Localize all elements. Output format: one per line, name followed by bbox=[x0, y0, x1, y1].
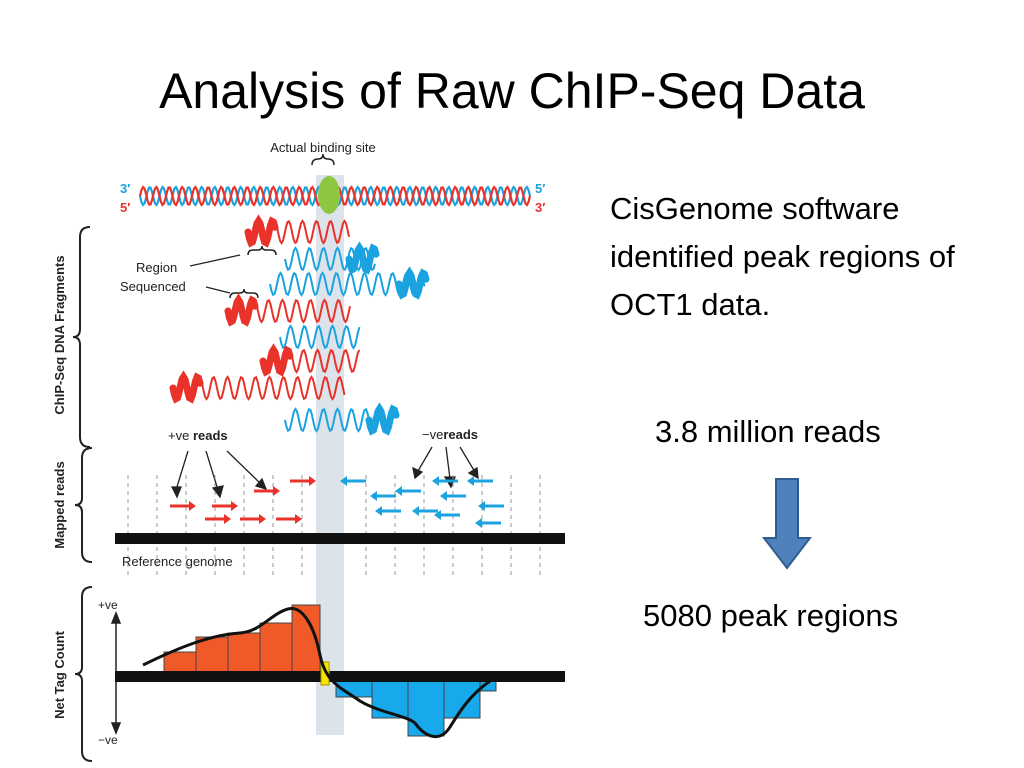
positive-reads-word: reads bbox=[193, 428, 228, 443]
fragment-end-label bbox=[345, 241, 380, 275]
mapped-read-arrowhead bbox=[432, 476, 439, 486]
mapped-read-arrowhead bbox=[273, 486, 280, 496]
mapped-read-arrowhead bbox=[340, 476, 347, 486]
mapped-read-arrowhead bbox=[475, 518, 482, 528]
reference-genome-label: Reference genome bbox=[122, 554, 233, 569]
tagcount-label: Net Tag Count bbox=[52, 630, 67, 719]
fragment-end-label bbox=[244, 214, 279, 248]
fragments-label: ChIP-Seq DNA Fragments bbox=[52, 255, 67, 414]
smoothed-tag-curve bbox=[142, 607, 491, 738]
region-brace-1 bbox=[247, 245, 277, 256]
genome-gridlines bbox=[127, 475, 541, 575]
negative-bin bbox=[371, 675, 409, 719]
mapped-read-arrowhead bbox=[231, 501, 238, 511]
mapped-read-arrowhead bbox=[224, 514, 231, 524]
negative-bin bbox=[443, 675, 481, 719]
mapped-read-arrowhead bbox=[395, 486, 402, 496]
dna-fragment bbox=[279, 324, 361, 350]
region-pointer-2 bbox=[205, 286, 231, 294]
svg-text:+ve reads: +ve reads bbox=[168, 428, 228, 443]
mapped-read-arrowhead bbox=[309, 476, 316, 486]
strand-label-right-bottom: 3′ bbox=[535, 200, 545, 215]
binding-site-brace bbox=[311, 153, 335, 166]
down-arrow-icon bbox=[761, 478, 813, 570]
mapped-read-arrowhead bbox=[375, 506, 382, 516]
mapped-read-arrowhead bbox=[295, 514, 302, 524]
tagcount-brace bbox=[74, 586, 93, 762]
fragments-brace bbox=[72, 226, 91, 448]
mapped-read-arrowhead bbox=[259, 514, 266, 524]
mapped-read-arrows bbox=[170, 476, 504, 528]
strand-label-left-bottom: 5′ bbox=[120, 200, 130, 215]
tagcount-baseline bbox=[115, 671, 565, 682]
description-text: CisGenome software identified peak regio… bbox=[610, 191, 955, 322]
region-label-line2: Sequenced bbox=[120, 279, 186, 294]
mapped-read-arrowhead bbox=[467, 476, 474, 486]
mapped-read-arrowhead bbox=[440, 491, 447, 501]
positive-reads-sign: +ve bbox=[168, 428, 189, 443]
fragment-end-label bbox=[224, 293, 259, 327]
mapped-reads-label: Mapped reads bbox=[52, 461, 67, 548]
region-label-line1: Region bbox=[136, 260, 177, 275]
binding-protein bbox=[318, 176, 340, 214]
negative-reads-word: reads bbox=[443, 427, 478, 442]
negative-reads-sign: −ve bbox=[422, 427, 443, 442]
peak-marker bbox=[320, 661, 330, 686]
region-pointer-1 bbox=[189, 254, 241, 267]
chip-seq-diagram: Actual binding site 3′ 5′ 5′ 3′ ChIP-Seq… bbox=[52, 140, 565, 762]
negative-bin bbox=[407, 675, 445, 737]
axis-negative-label: −ve bbox=[98, 733, 118, 747]
fragment-end-label bbox=[259, 343, 294, 377]
mapped-brace bbox=[74, 447, 93, 563]
slide-title: Analysis of Raw ChIP-Seq Data bbox=[159, 63, 865, 119]
mapped-read-arrowhead bbox=[478, 501, 485, 511]
dna-fragment bbox=[284, 246, 376, 272]
strand-label-left-top: 3′ bbox=[120, 181, 130, 196]
strand-label-right-top: 5′ bbox=[535, 181, 545, 196]
positive-bin bbox=[259, 622, 293, 677]
positive-bin bbox=[227, 632, 261, 677]
reference-genome-bar bbox=[115, 533, 565, 544]
fragment-end-label bbox=[395, 266, 430, 300]
chip-seq-figure: Actual binding site 3′ 5′ 5′ 3′ ChIP-Seq… bbox=[40, 135, 580, 765]
dna-fragments bbox=[169, 214, 430, 436]
mapped-read-arrowhead bbox=[370, 491, 377, 501]
mapped-read-arrowhead bbox=[434, 510, 441, 520]
dna-fragment bbox=[174, 375, 346, 401]
reads-count-text: 3.8 million reads bbox=[655, 414, 881, 449]
positive-bin bbox=[195, 636, 229, 677]
svg-text:−vereads: −vereads bbox=[422, 427, 478, 442]
region-brace-2 bbox=[229, 288, 259, 299]
peak-regions-text: 5080 peak regions bbox=[643, 598, 899, 633]
axis-positive-label: +ve bbox=[98, 598, 118, 612]
mapped-read-arrowhead bbox=[189, 501, 196, 511]
fragment-end-label bbox=[365, 402, 400, 436]
binding-site-label: Actual binding site bbox=[270, 140, 376, 155]
fragment-end-label bbox=[169, 370, 204, 404]
mapped-read-arrowhead bbox=[412, 506, 419, 516]
